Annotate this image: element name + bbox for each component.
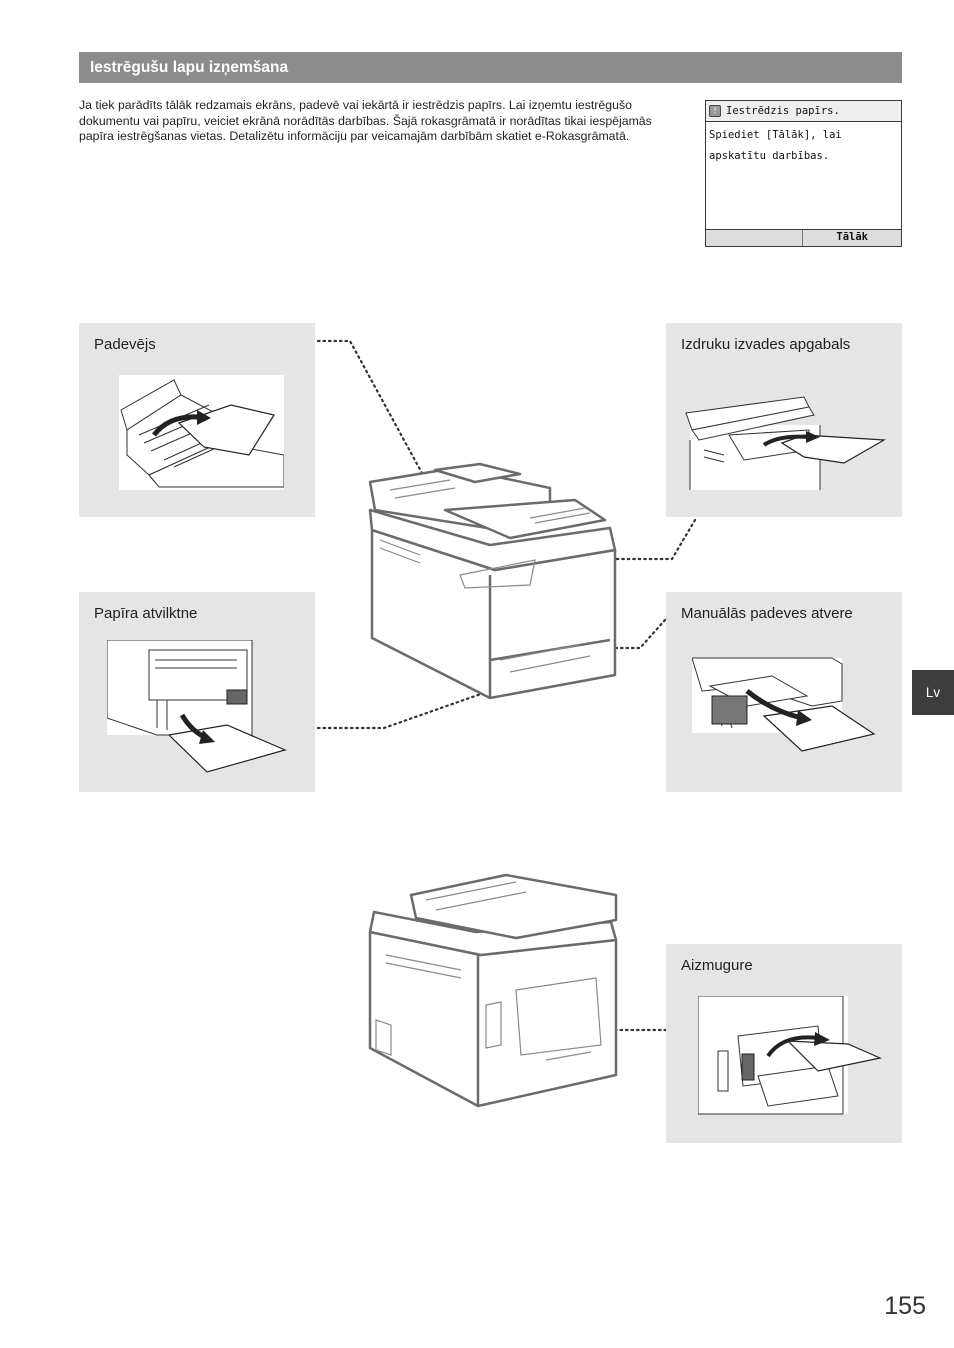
screen-next-button[interactable]: Tālāk bbox=[836, 231, 868, 243]
printer-front-illustration bbox=[368, 462, 617, 700]
panel-rear: Aizmugure bbox=[666, 944, 902, 1143]
panel-drawer-label: Papīra atvilktne bbox=[94, 605, 198, 622]
output-illustration bbox=[685, 396, 887, 490]
screen-message: Spiediet [Tālāk], lai apskatītu darbības… bbox=[706, 122, 901, 222]
language-tab: Lv bbox=[912, 670, 954, 715]
panel-manual-label: Manuālās padeves atvere bbox=[681, 605, 853, 622]
screen-footer-divider bbox=[802, 230, 803, 246]
section-header-bar: Iestrēgušu lapu izņemšana bbox=[79, 52, 902, 83]
feeder-illustration bbox=[119, 375, 284, 490]
screen-footer: Tālāk bbox=[706, 229, 901, 246]
panel-rear-label: Aizmugure bbox=[681, 957, 753, 974]
intro-paragraph: Ja tiek parādīts tālāk redzamais ekrāns,… bbox=[79, 98, 652, 144]
panel-output-label: Izdruku izvades apgabals bbox=[681, 336, 851, 353]
panel-output: Izdruku izvades apgabals bbox=[666, 323, 902, 517]
page-number: 155 bbox=[884, 1292, 926, 1320]
panel-drawer: Papīra atvilktne bbox=[79, 592, 315, 792]
screen-line-1: Spiediet [Tālāk], lai bbox=[709, 129, 842, 141]
panel-feeder: Padevējs bbox=[79, 323, 315, 517]
printer-rear-illustration bbox=[368, 873, 618, 1108]
panel-manual: Manuālās padeves atvere bbox=[666, 592, 902, 792]
section-title: Iestrēgušu lapu izņemšana bbox=[90, 59, 289, 76]
lcd-screen: ! Iestrēdzis papīrs. Spiediet [Tālāk], l… bbox=[705, 100, 902, 247]
screen-title-bar: ! Iestrēdzis papīrs. bbox=[706, 101, 901, 122]
rear-illustration bbox=[698, 996, 882, 1115]
warning-icon: ! bbox=[709, 105, 721, 117]
panel-feeder-label: Padevējs bbox=[94, 336, 156, 353]
screen-title: Iestrēdzis papīrs. bbox=[726, 105, 840, 117]
screen-line-2: apskatītu darbības. bbox=[709, 150, 830, 162]
manual-feed-illustration bbox=[692, 657, 876, 752]
drawer-illustration bbox=[107, 640, 287, 773]
